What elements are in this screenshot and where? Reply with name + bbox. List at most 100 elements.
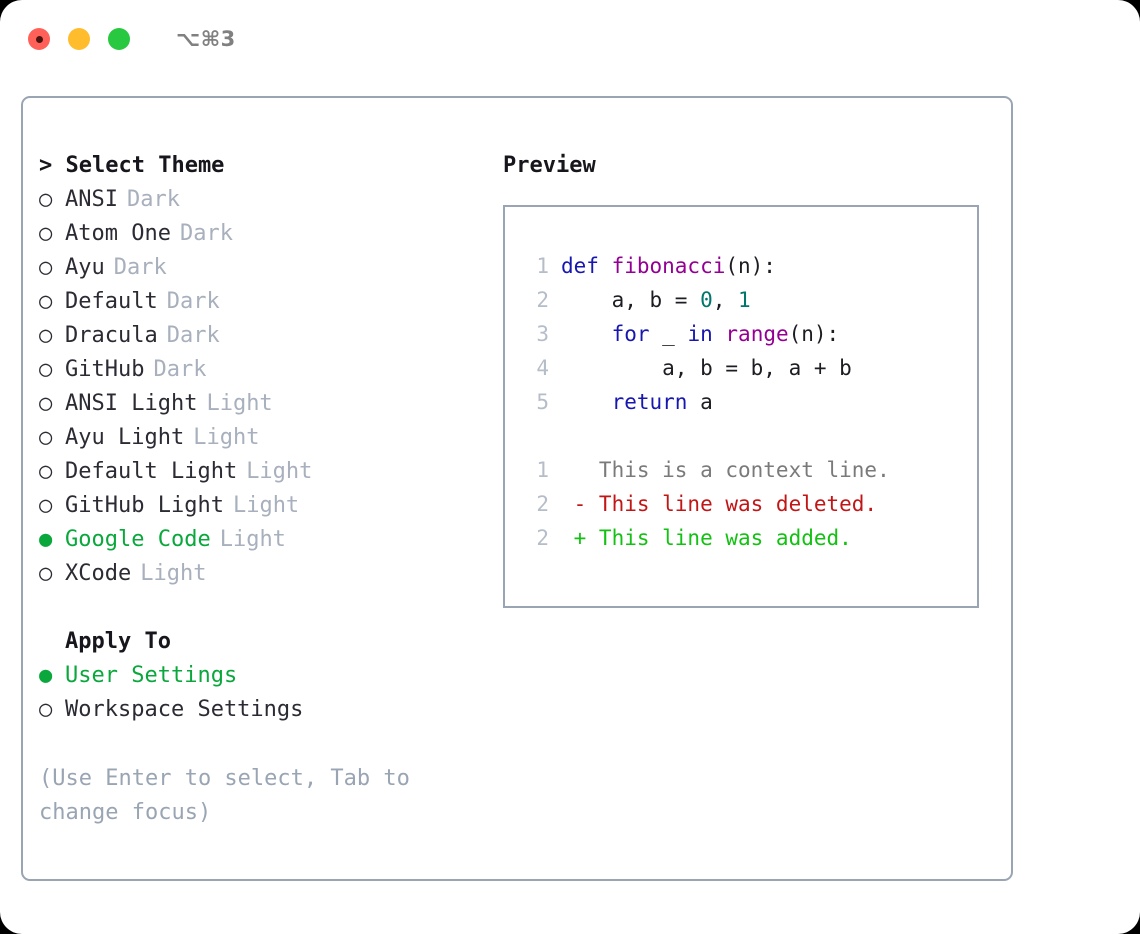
option-label: Google Code — [65, 526, 211, 552]
option-tag: Light — [232, 492, 300, 518]
theme-option-default-light[interactable]: ○ Default Light Light — [39, 454, 479, 488]
code-line: 3 for _ in range(n): — [523, 317, 977, 351]
option-label: Ayu — [65, 254, 105, 280]
theme-option-xcode[interactable]: ○ XCode Light — [39, 556, 479, 590]
radio-unselected-icon: ○ — [39, 560, 53, 586]
title-bar: ⌥⌘3 — [0, 0, 1140, 78]
option-tag: Dark — [126, 186, 180, 212]
select-theme-heading: > Select Theme — [39, 152, 225, 178]
option-tag: Dark — [166, 288, 220, 314]
apply-option-workspace-settings[interactable]: ○Workspace Settings — [39, 692, 479, 726]
option-label: Default — [65, 288, 158, 314]
close-icon — [35, 35, 43, 43]
radio-unselected-icon: ○ — [39, 254, 53, 280]
line-number: 2 — [536, 492, 549, 516]
option-label: User Settings — [65, 662, 238, 688]
radio-unselected-icon: ○ — [39, 356, 53, 382]
option-tag: Light — [219, 526, 286, 552]
line-number: 2 — [536, 288, 549, 312]
theme-option-ansi[interactable]: ○ ANSI Dark — [39, 182, 479, 216]
line-number: 5 — [536, 390, 549, 414]
code-token: in — [687, 322, 713, 346]
option-label: ANSI — [65, 186, 118, 212]
theme-option-github[interactable]: ○ GitHub Dark — [39, 352, 479, 386]
theme-option-google-code[interactable]: ● Google Code Light — [39, 522, 479, 556]
code-diff-gap — [523, 419, 977, 453]
code-token — [561, 390, 612, 414]
theme-option-ayu[interactable]: ○ Ayu Dark — [39, 250, 479, 284]
option-tag: Light — [246, 458, 313, 484]
radio-unselected-icon: ○ — [39, 322, 53, 348]
code-token: for — [611, 322, 650, 346]
theme-option-ayu-light[interactable]: ○ Ayu Light Light — [39, 420, 479, 454]
line-number: 1 — [536, 254, 549, 278]
line-number: 4 — [536, 356, 549, 380]
preview-title: Preview — [503, 152, 596, 178]
code-token: - This line was deleted. — [561, 492, 878, 516]
code-line: 5 return a — [523, 385, 977, 419]
close-button[interactable] — [28, 28, 50, 50]
option-label: Workspace Settings — [65, 696, 304, 722]
code-token: return — [611, 390, 688, 414]
diff-line: 2 - This line was deleted. — [523, 487, 977, 521]
code-token: This is a context line. — [561, 458, 890, 482]
window-title: ⌥⌘3 — [176, 27, 236, 51]
apply-to-heading: Apply To — [65, 628, 171, 654]
radio-selected-icon: ● — [39, 662, 53, 688]
radio-unselected-icon: ○ — [39, 458, 53, 484]
line-number: 1 — [536, 458, 549, 482]
maximize-button[interactable] — [108, 28, 130, 50]
option-label: XCode — [65, 560, 132, 586]
code-token: a — [687, 390, 713, 414]
option-tag: Light — [193, 424, 260, 450]
code-line: 2 a, b = 0, 1 — [523, 283, 977, 317]
code-token — [713, 322, 726, 346]
option-tag: Dark — [166, 322, 220, 348]
code-token: def — [561, 254, 612, 278]
radio-unselected-icon: ○ — [39, 186, 53, 212]
theme-option-github-light[interactable]: ○ GitHub Light Light — [39, 488, 479, 522]
option-tag: Dark — [179, 220, 233, 246]
code-token: 1 — [738, 288, 751, 312]
code-token: fibonacci — [611, 254, 726, 278]
radio-unselected-icon: ○ — [39, 492, 53, 518]
code-token: 0 — [700, 288, 713, 312]
apply-to-list: ● User Settings ○Workspace Settings — [39, 658, 479, 726]
keyboard-hint: (Use Enter to select, Tab to change focu… — [39, 766, 424, 825]
radio-unselected-icon: ○ — [39, 424, 53, 450]
line-number: 3 — [536, 322, 549, 346]
diff-line: 2 + This line was added. — [523, 521, 977, 555]
code-token: , — [712, 288, 739, 312]
option-tag: Dark — [153, 356, 207, 382]
option-label: GitHub Light — [65, 492, 224, 518]
option-label: Ayu Light — [65, 424, 185, 450]
option-label: GitHub — [65, 356, 145, 382]
code-token: a, b = — [561, 288, 701, 312]
apply-option-user-settings[interactable]: ● User Settings — [39, 658, 479, 692]
code-token: (n): — [788, 322, 840, 346]
option-tag: Dark — [113, 254, 167, 280]
diff-line: 1 This is a context line. — [523, 453, 977, 487]
option-label: Default Light — [65, 458, 238, 484]
option-label: ANSI Light — [65, 390, 198, 416]
radio-unselected-icon: ○ — [39, 220, 53, 246]
diff-sample: 1 This is a context line.2 - This line w… — [523, 453, 977, 555]
code-token: + This line was added. — [561, 526, 852, 550]
code-line: 4 a, b = b, a + b — [523, 351, 977, 385]
option-tag: Light — [140, 560, 207, 586]
minimize-button[interactable] — [68, 28, 90, 50]
radio-selected-icon: ● — [39, 526, 53, 552]
option-tag: Light — [206, 390, 273, 416]
